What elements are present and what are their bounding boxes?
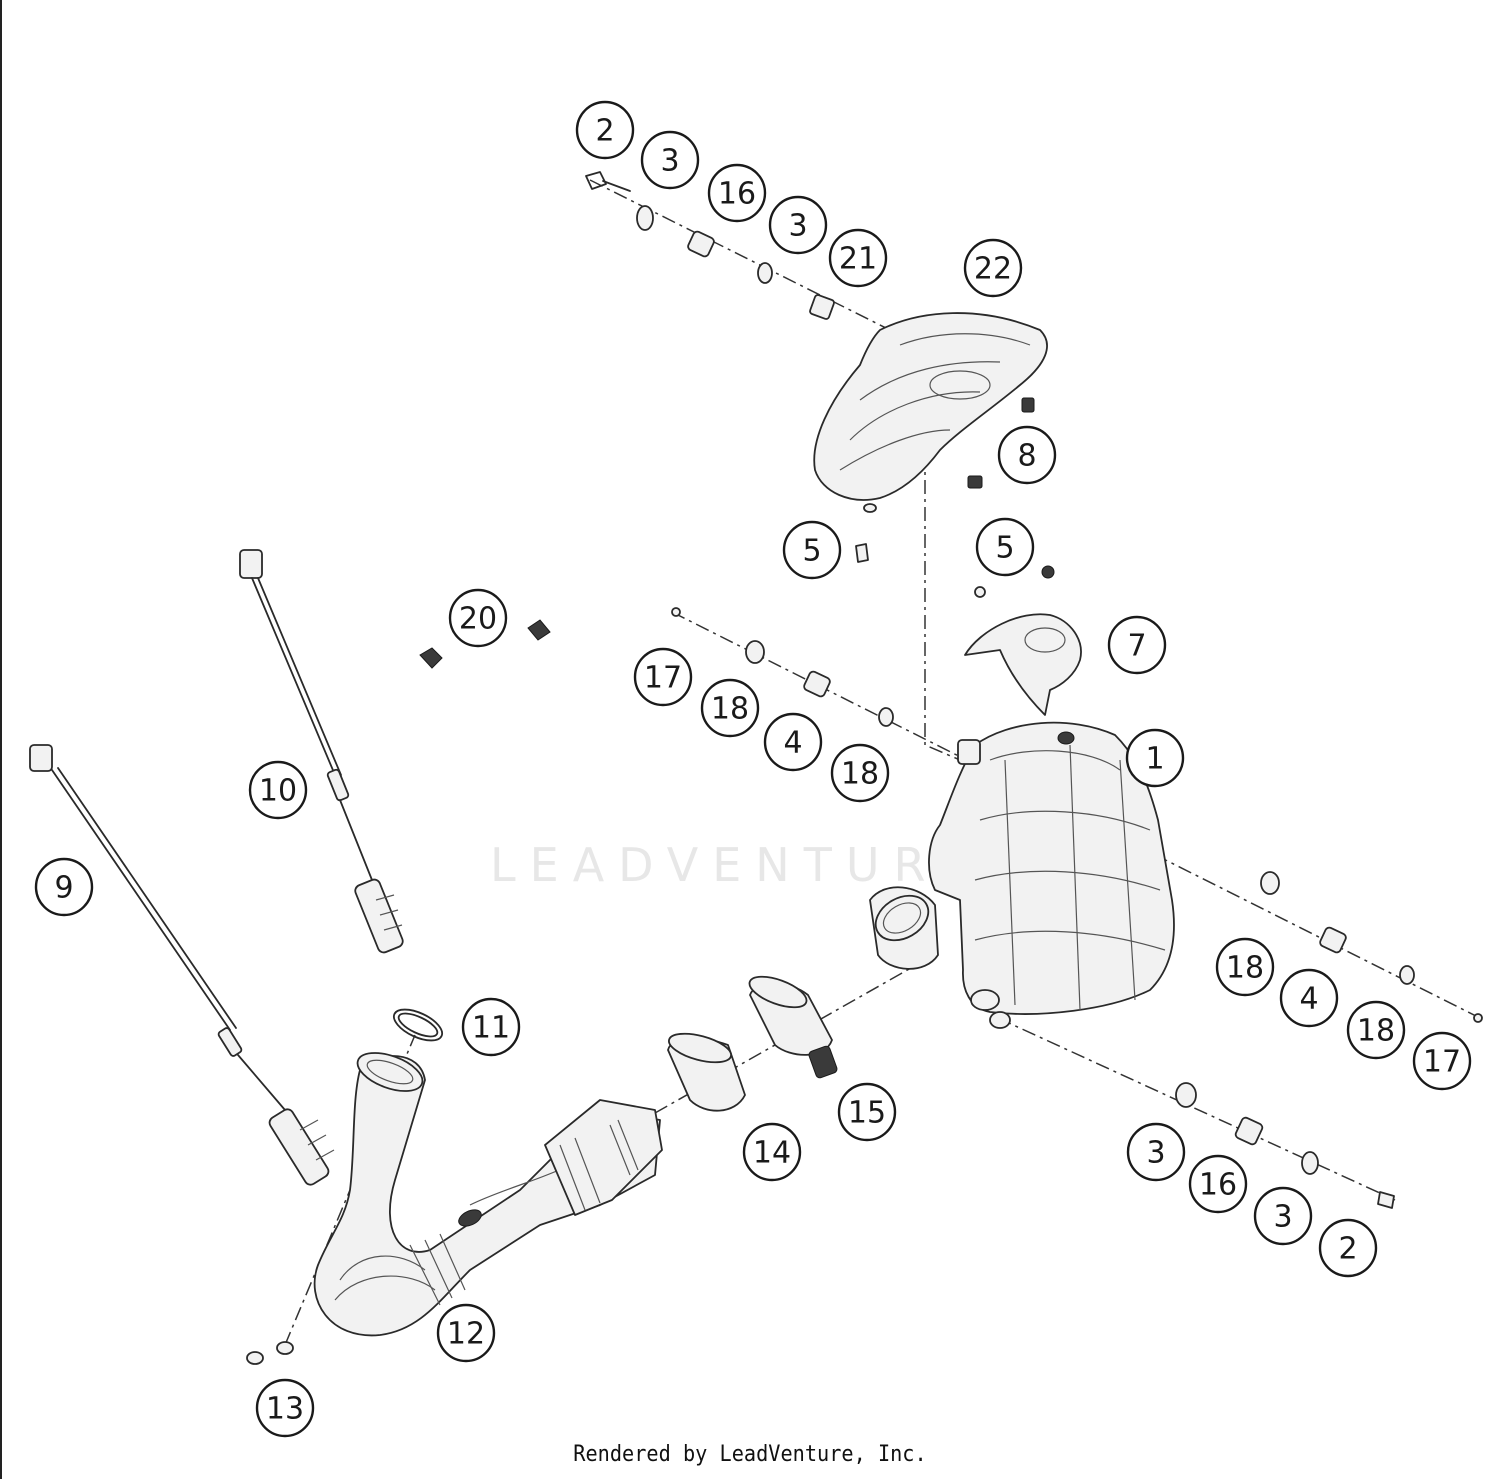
callout-number: 18 bbox=[1357, 1014, 1395, 1049]
callout-number: 18 bbox=[841, 757, 879, 792]
callout-2: 2 bbox=[575, 100, 635, 160]
middle-fastener-stack bbox=[671, 607, 894, 727]
callout-8: 8 bbox=[997, 425, 1057, 485]
callout-17: 17 bbox=[633, 647, 693, 707]
callout-labels: 2 3 16 3 21 22 8 5 5 7 20 17 18 4 18 1 10 9 18 4 18 17 11 14 15 3… bbox=[34, 100, 1472, 1438]
header-pipe-part bbox=[313, 1052, 663, 1337]
callout-3: 3 bbox=[768, 195, 828, 255]
callout-number: 12 bbox=[447, 1317, 485, 1352]
callout-3: 3 bbox=[1126, 1122, 1186, 1182]
callout-number: 11 bbox=[472, 1011, 510, 1046]
callout-number: 1 bbox=[1145, 742, 1164, 777]
callout-number: 18 bbox=[1226, 951, 1264, 986]
sensor-part-10 bbox=[239, 549, 404, 954]
callout-number: 22 bbox=[974, 252, 1012, 287]
callout-16: 16 bbox=[1188, 1154, 1248, 1214]
callout-number: 10 bbox=[259, 774, 297, 809]
callout-7: 7 bbox=[1107, 615, 1167, 675]
callout-number: 9 bbox=[54, 871, 73, 906]
callout-number: 3 bbox=[788, 209, 807, 244]
nut-parts bbox=[419, 619, 551, 669]
callout-number: 20 bbox=[459, 602, 497, 637]
callout-21: 21 bbox=[828, 228, 888, 288]
sleeve-part bbox=[667, 1032, 746, 1112]
heat-shield-part bbox=[813, 312, 1048, 513]
callout-16: 16 bbox=[707, 163, 767, 223]
callout-9: 9 bbox=[34, 857, 94, 917]
callout-number: 8 bbox=[1017, 439, 1036, 474]
callout-10: 10 bbox=[248, 760, 308, 820]
callout-number: 5 bbox=[995, 531, 1014, 566]
callout-number: 16 bbox=[1199, 1168, 1237, 1203]
clamp-part bbox=[748, 975, 838, 1079]
callout-number: 15 bbox=[848, 1096, 886, 1131]
callout-12: 12 bbox=[436, 1303, 496, 1363]
callout-18: 18 bbox=[700, 678, 760, 738]
callout-number: 5 bbox=[802, 534, 821, 569]
sensor-part-9 bbox=[29, 744, 335, 1186]
callout-4: 4 bbox=[763, 712, 823, 772]
page-border bbox=[0, 0, 2, 1479]
callout-number: 18 bbox=[711, 692, 749, 727]
nut-parts-13 bbox=[246, 1341, 294, 1365]
callout-3: 3 bbox=[640, 130, 700, 190]
clip-parts bbox=[967, 397, 1035, 489]
callout-14: 14 bbox=[742, 1122, 802, 1182]
callout-13: 13 bbox=[255, 1378, 315, 1438]
callout-1: 1 bbox=[1125, 728, 1185, 788]
callout-18: 18 bbox=[1346, 1000, 1406, 1060]
o-ring-part bbox=[392, 1008, 444, 1042]
callout-11: 11 bbox=[461, 997, 521, 1057]
callout-3: 3 bbox=[1253, 1186, 1313, 1246]
callout-22: 22 bbox=[963, 238, 1023, 298]
callout-5: 5 bbox=[975, 517, 1035, 577]
callout-number: 7 bbox=[1127, 629, 1146, 664]
callout-4: 4 bbox=[1279, 968, 1339, 1028]
callout-number: 2 bbox=[595, 114, 614, 149]
callout-number: 3 bbox=[1273, 1200, 1292, 1235]
callout-17: 17 bbox=[1412, 1031, 1472, 1091]
callout-18: 18 bbox=[1215, 937, 1275, 997]
callout-20: 20 bbox=[448, 588, 508, 648]
callout-18: 18 bbox=[830, 743, 890, 803]
muffler-body-part bbox=[869, 721, 1175, 1029]
callout-number: 14 bbox=[753, 1136, 791, 1171]
callout-number: 17 bbox=[644, 661, 682, 696]
bracket-part bbox=[964, 613, 1082, 716]
right-fastener-stack bbox=[1260, 871, 1483, 1023]
callout-number: 13 bbox=[266, 1392, 304, 1427]
callout-number: 21 bbox=[839, 242, 877, 277]
screw-parts bbox=[855, 543, 1055, 598]
callout-15: 15 bbox=[837, 1082, 897, 1142]
callout-number: 3 bbox=[1146, 1136, 1165, 1171]
footer-credit: Rendered by LeadVenture, Inc. bbox=[573, 1442, 927, 1467]
callout-number: 16 bbox=[718, 177, 756, 212]
callout-number: 17 bbox=[1423, 1045, 1461, 1080]
lower-right-fastener-stack bbox=[1175, 1082, 1395, 1209]
callout-number: 3 bbox=[660, 144, 679, 179]
callout-number: 4 bbox=[783, 726, 802, 761]
callout-number: 4 bbox=[1299, 982, 1318, 1017]
top-fastener-stack bbox=[585, 171, 835, 320]
callout-2: 2 bbox=[1318, 1218, 1378, 1278]
callout-5: 5 bbox=[782, 520, 842, 580]
callout-number: 2 bbox=[1338, 1232, 1357, 1267]
